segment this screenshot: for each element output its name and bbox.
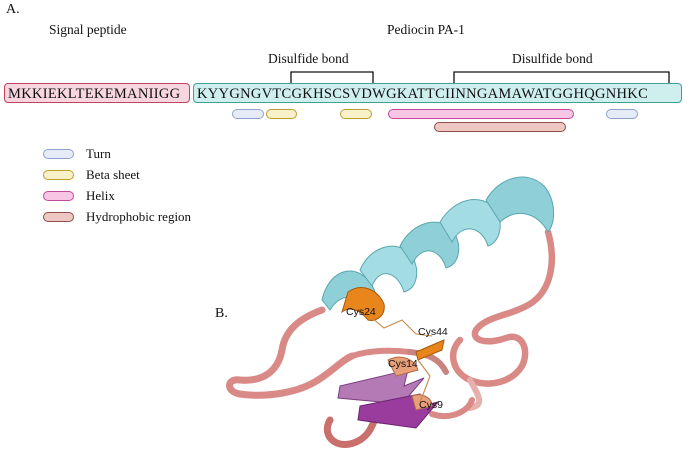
beta-sheet-region-1 xyxy=(266,109,297,119)
cys9-segment xyxy=(411,394,433,411)
coil-segment-3 xyxy=(407,349,449,375)
label-cys44: Cys44 xyxy=(418,326,448,338)
legend-swatch-turn xyxy=(43,149,74,159)
legend-swatch-helix xyxy=(43,191,74,201)
pediocin-header: Pediocin PA-1 xyxy=(387,22,465,37)
disulfide-bond-sticks xyxy=(371,317,433,403)
coil-segment-2 xyxy=(349,347,413,359)
disulfide-label-1: Disulfide bond xyxy=(268,51,349,66)
label-cys24: Cys24 xyxy=(346,306,376,318)
turn-region-2 xyxy=(606,109,638,119)
legend-label-hydrophobic: Hydrophobic region xyxy=(86,209,192,224)
legend-label-beta-sheet: Beta sheet xyxy=(86,167,140,182)
panel-a-label: A. xyxy=(6,2,20,17)
legend-swatch-hydrophobic xyxy=(43,212,74,222)
legend-label-turn: Turn xyxy=(86,146,111,161)
signal-peptide-sequence: MKKIEKLTEKEMANIIGG xyxy=(4,83,190,103)
c-terminal-tail xyxy=(467,377,483,411)
legend-label-helix: Helix xyxy=(86,188,115,203)
cys24-segment xyxy=(341,287,385,321)
panel-b-label: B. xyxy=(215,306,228,321)
cys44-segment xyxy=(415,339,445,361)
mature-peptide-sequence: KYYGNGVTCGKHSCSVDWGKATTCIINNGAMAWATGGHQG… xyxy=(193,83,682,103)
lower-coil-right xyxy=(429,397,475,420)
label-cys14: Cys14 xyxy=(388,358,418,370)
cys14-segment xyxy=(387,356,419,377)
helix-region xyxy=(388,109,574,119)
label-cys9: Cys9 xyxy=(419,399,443,411)
disulfide-label-2: Disulfide bond xyxy=(512,51,593,66)
turn-region-1 xyxy=(232,109,264,119)
n-terminal-coil xyxy=(226,306,356,399)
c-terminal-coil xyxy=(449,228,556,387)
hydrophobic-region xyxy=(434,122,566,132)
signal-peptide-header: Signal peptide xyxy=(49,22,127,37)
beta-sheet-region-2 xyxy=(340,109,372,119)
legend-swatch-beta-sheet xyxy=(43,170,74,180)
alpha-helix xyxy=(321,176,554,313)
